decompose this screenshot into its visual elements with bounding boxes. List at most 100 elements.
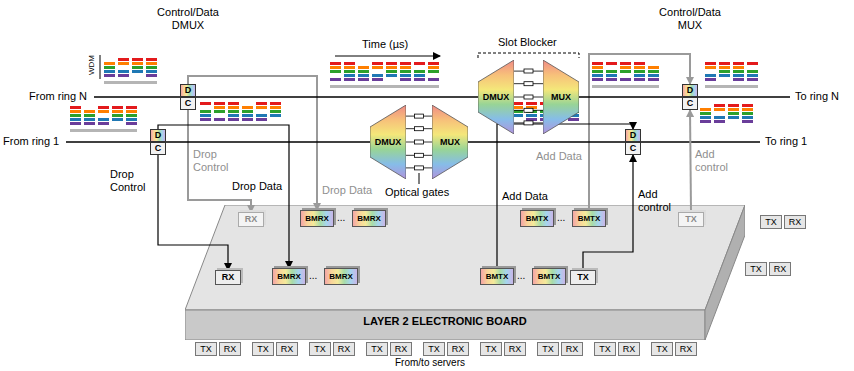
burst-receiver: BMRX [272,268,306,285]
node-label: DMUX [483,93,510,102]
port-name: From ring N [29,90,87,103]
time-arrow [335,56,440,57]
node-label: DMUX [375,138,402,147]
part-name: Optical gates [385,186,449,199]
node-label: C [155,144,162,153]
transmitter-box: TX [570,270,596,285]
node-label: TX [257,345,269,354]
ellipsis: ... [557,212,565,224]
server-port: RX [276,342,298,356]
node-label: RX [338,345,351,354]
filter-box: C [682,97,698,110]
node-label: D [155,131,162,140]
node-label: TX [685,215,697,224]
signal-name: Drop Control [110,168,156,193]
node-label: C [630,144,637,153]
ellipsis: ... [309,270,317,282]
node-label: BMTX [486,273,509,281]
node-label: TX [765,218,777,227]
burst-receiver: BMRX [352,210,386,227]
burst-transmitter: BMTX [480,268,514,285]
server-port: RX [675,342,697,356]
server-port: TX [594,342,616,356]
server-port: RX [561,342,583,356]
node-label: TX [750,265,762,274]
node-label: BMRX [305,215,329,223]
node-label: TX [656,345,668,354]
burst-transmitter: BMTX [520,210,554,227]
wdm-tick [100,55,101,79]
signal-name: Add Data [536,150,582,163]
signal-name: Add control [695,148,741,173]
receiver-box: RX [238,212,264,227]
node-label: TX [542,345,554,354]
burst-transmitter: BMTX [532,268,566,285]
ring-line [66,97,790,142]
filter-box: D [180,84,196,97]
server-port: TX [366,342,388,356]
node-label: MUX [551,93,571,102]
node-label: TX [577,273,589,282]
node-label: RX [680,345,693,354]
node-label: RX [774,265,787,274]
node-label: TX [200,345,212,354]
server-port: RX [333,342,355,356]
node-label: RX [789,218,802,227]
burst-receiver: BMRX [324,268,358,285]
node-label: RX [224,345,237,354]
connector [497,124,633,268]
leader-line [419,173,420,184]
demux-symbol: DMUX [370,105,406,179]
node-label: BMRX [357,215,381,223]
node-label: TX [428,345,440,354]
connector [468,141,625,143]
node-label: RX [452,345,465,354]
node-label: D [185,86,192,95]
demux-symbol: DMUX [478,60,514,134]
server-port: RX [784,215,806,229]
connector [589,54,690,210]
signal-name: Add Data [502,190,548,203]
server-port: RX [769,262,791,276]
node-label: RX [566,345,579,354]
ellipsis: ... [337,212,345,224]
server-port: RX [618,342,640,356]
burst-receiver: BMRX [300,210,334,227]
mux-symbol: MUX [543,60,579,134]
node-label: TX [599,345,611,354]
note: From/to servers [395,357,465,369]
electronic-board: LAYER 2 ELECTRONIC BOARDRXBMRXBMRXBMTXBM… [185,205,745,340]
node-label: C [687,99,694,108]
node-label: TX [485,345,497,354]
connector [690,110,691,212]
node-label: BMTX [526,215,549,223]
filter-box: D [625,129,641,142]
node-label: RX [245,215,258,224]
port-name: To ring 1 [765,135,807,148]
server-port: TX [252,342,274,356]
node-label: D [630,131,637,140]
axis-label: WDM [88,54,96,76]
node-label: RX [222,273,235,282]
filter-box: C [180,97,196,110]
slot-blocker-bracket [478,53,579,58]
connector [579,96,682,98]
node-label: C [185,99,192,108]
part-name: Control/Data MUX [655,6,725,31]
node-label: BMTX [578,215,601,223]
filter-box: D [682,84,698,97]
node-label: RX [281,345,294,354]
node-label: BMRX [277,273,301,281]
filter-box: D [150,129,166,142]
transmitter-box: TX [678,212,704,227]
server-port: TX [651,342,673,356]
signal-name: Add control [638,188,684,213]
server-port: RX [504,342,526,356]
node-label: RX [509,345,522,354]
server-port: TX [480,342,502,356]
signal-name: Drop Data [322,184,372,197]
node-label: D [687,86,694,95]
part-name: Slot Blocker [498,36,557,49]
part-name: Control/Data DMUX [153,6,223,31]
port-name: To ring N [795,90,839,103]
